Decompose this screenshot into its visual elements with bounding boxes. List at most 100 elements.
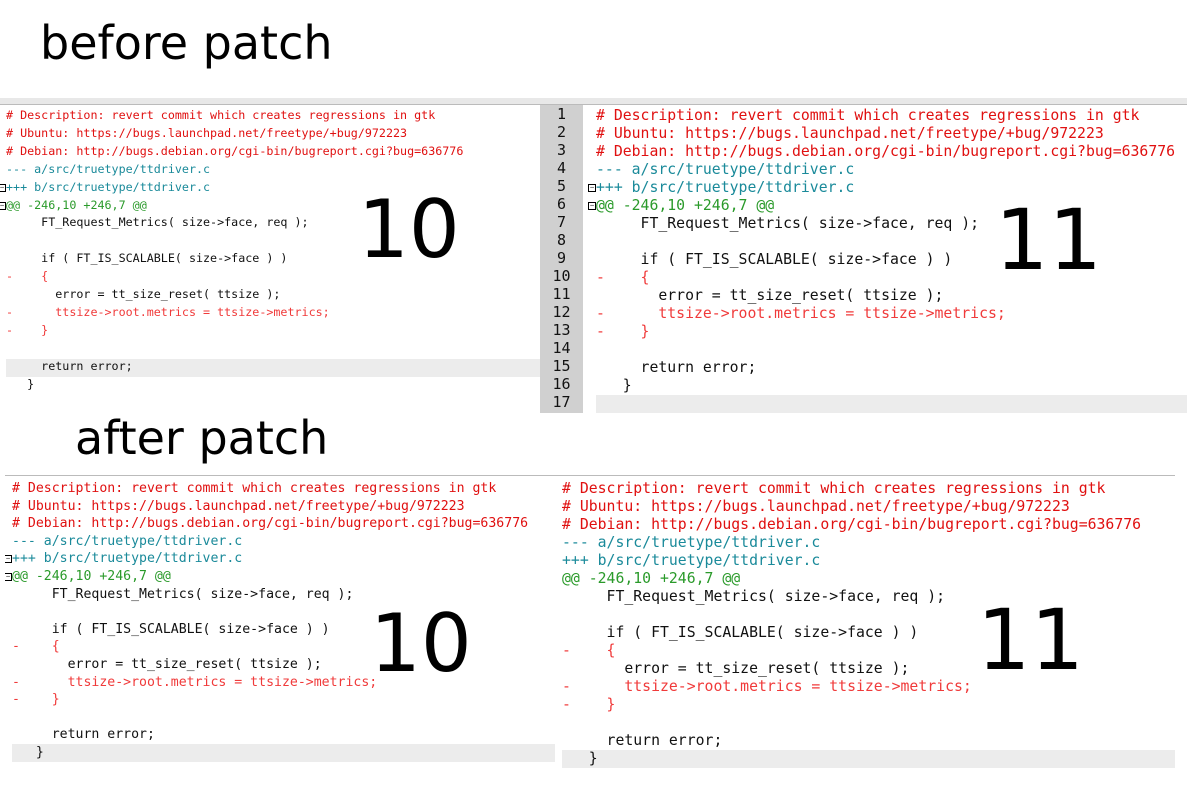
code-line: ​ [596,341,1175,359]
code-line: # Ubuntu: https://bugs.launchpad.net/fre… [12,498,465,514]
removed-line: - } [6,322,49,337]
after-patch-title: after patch [75,411,329,465]
code-area[interactable]: # Description: revert commit which creat… [6,107,463,394]
line-number: 1 [556,105,567,123]
version-label-11: 11 [995,191,1102,289]
line-number: 6 [556,195,567,213]
code-line: } [562,750,598,767]
removed-line: - ttsize->root.metrics = ttsize->metrics… [562,678,972,695]
code-line: ​ [12,709,528,727]
code-line: ​ [12,603,528,621]
fold-toggle-icon[interactable]: − [5,555,12,564]
removed-line: - { [562,642,616,659]
code-line: # Description: revert commit which creat… [6,108,436,122]
code-line: # Debian: http://bugs.debian.org/cgi-bin… [6,143,464,158]
code-line: ​ [562,606,1141,624]
code-line: ​ [596,395,1175,413]
code-line: # Ubuntu: https://bugs.launchpad.net/fre… [562,498,1070,515]
editor-after-v10[interactable]: 10 # Description: revert commit which cr… [5,475,555,771]
code-line: @@ -246,10 +246,7 @@ [562,570,741,587]
line-number: 9 [556,249,567,267]
editor-before-v10[interactable]: 10 # Description: revert commit which cr… [0,98,540,413]
code-line: return error; [6,358,133,373]
code-line: # Debian: http://bugs.debian.org/cgi-bin… [12,516,529,532]
code-line: ​ [6,340,463,358]
code-line: } [6,376,35,391]
before-patch-title: before patch [40,16,333,70]
line-number: 5 [556,177,567,195]
line-number: 16 [552,375,571,393]
removed-line: - { [6,269,49,284]
line-number: 8 [556,231,567,249]
code-line: +++ b/src/truetype/ttdriver.c [6,179,211,194]
code-line: --- a/src/truetype/ttdriver.c [12,533,243,549]
code-area[interactable]: # Description: revert commit which creat… [562,480,1141,768]
code-line: error = tt_size_reset( ttsize ); [6,287,281,302]
removed-line: - ttsize->root.metrics = ttsize->metrics… [12,674,378,690]
code-line: ​ [6,232,463,250]
removed-line: - } [596,323,650,340]
code-line: FT_Request_Metrics( size->face, req ); [12,586,354,602]
removed-line: - { [12,639,60,655]
code-line: FT_Request_Metrics( size->face, req ); [562,588,946,605]
code-line: --- a/src/truetype/ttdriver.c [596,161,855,178]
code-line: return error; [12,727,155,743]
code-line: --- a/src/truetype/ttdriver.c [6,161,211,176]
line-number: 3 [556,141,567,159]
code-line: --- a/src/truetype/ttdriver.c [562,534,821,551]
removed-line: - ttsize->root.metrics = ttsize->metrics… [596,305,1006,322]
code-line: +++ b/src/truetype/ttdriver.c [12,551,243,567]
code-line: # Ubuntu: https://bugs.launchpad.net/fre… [6,125,408,140]
fold-toggle-icon[interactable]: − [0,183,6,192]
removed-line: - ttsize->root.metrics = ttsize->metrics… [6,304,330,319]
fold-toggle-icon[interactable]: − [5,573,12,581]
line-number: 14 [552,339,571,357]
line-number: 10 [552,267,571,285]
removed-line: - { [596,269,650,286]
editor-after-v11[interactable]: 11 # Description: revert commit which cr… [555,475,1175,771]
code-area[interactable]: # Description: revert commit which creat… [596,107,1175,413]
code-line: @@ -246,10 +246,7 @@ [6,197,147,212]
code-line: # Description: revert commit which creat… [12,481,497,496]
code-line: if ( FT_IS_SCALABLE( size->face ) ) [562,624,919,641]
version-label-10: 10 [370,597,472,690]
fold-toggle-icon[interactable]: − [588,202,596,210]
fold-toggle-icon[interactable]: − [588,184,596,192]
fold-toggle-icon[interactable]: − [0,201,6,210]
code-line: return error; [596,359,757,376]
code-line: @@ -246,10 +246,7 @@ [12,568,171,584]
line-number: 12 [552,303,571,321]
tab-strip[interactable] [0,98,540,105]
version-label-11: 11 [977,591,1084,689]
line-number: 11 [552,285,571,303]
code-line: error = tt_size_reset( ttsize ); [12,656,322,672]
line-number: 4 [556,159,567,177]
code-line: if ( FT_IS_SCALABLE( size->face ) ) [596,251,953,268]
code-line: if ( FT_IS_SCALABLE( size->face ) ) [6,251,288,266]
code-line: ​ [596,233,1175,251]
code-line: error = tt_size_reset( ttsize ); [562,660,910,677]
current-line-highlight [596,395,1187,413]
code-line: # Ubuntu: https://bugs.launchpad.net/fre… [596,125,1104,142]
code-line: # Debian: http://bugs.debian.org/cgi-bin… [562,516,1142,533]
line-number: 7 [556,213,567,231]
code-line: +++ b/src/truetype/ttdriver.c [596,179,855,196]
code-line: } [596,377,632,394]
code-line: error = tt_size_reset( ttsize ); [596,287,944,304]
tab-strip[interactable] [540,98,1187,105]
version-label-10: 10 [358,183,460,276]
code-line: # Description: revert commit which creat… [562,480,1106,497]
code-area[interactable]: # Description: revert commit which creat… [12,480,528,762]
current-line-highlight [12,744,555,762]
line-number: 13 [552,321,571,339]
code-line: ​ [562,714,1141,732]
line-number: 17 [552,393,571,411]
code-line: +++ b/src/truetype/ttdriver.c [562,552,821,569]
code-line: FT_Request_Metrics( size->face, req ); [596,215,980,232]
removed-line: - } [562,696,616,713]
code-line: FT_Request_Metrics( size->face, req ); [6,215,309,230]
code-line: # Description: revert commit which creat… [596,107,1140,124]
current-line-highlight [6,359,540,378]
